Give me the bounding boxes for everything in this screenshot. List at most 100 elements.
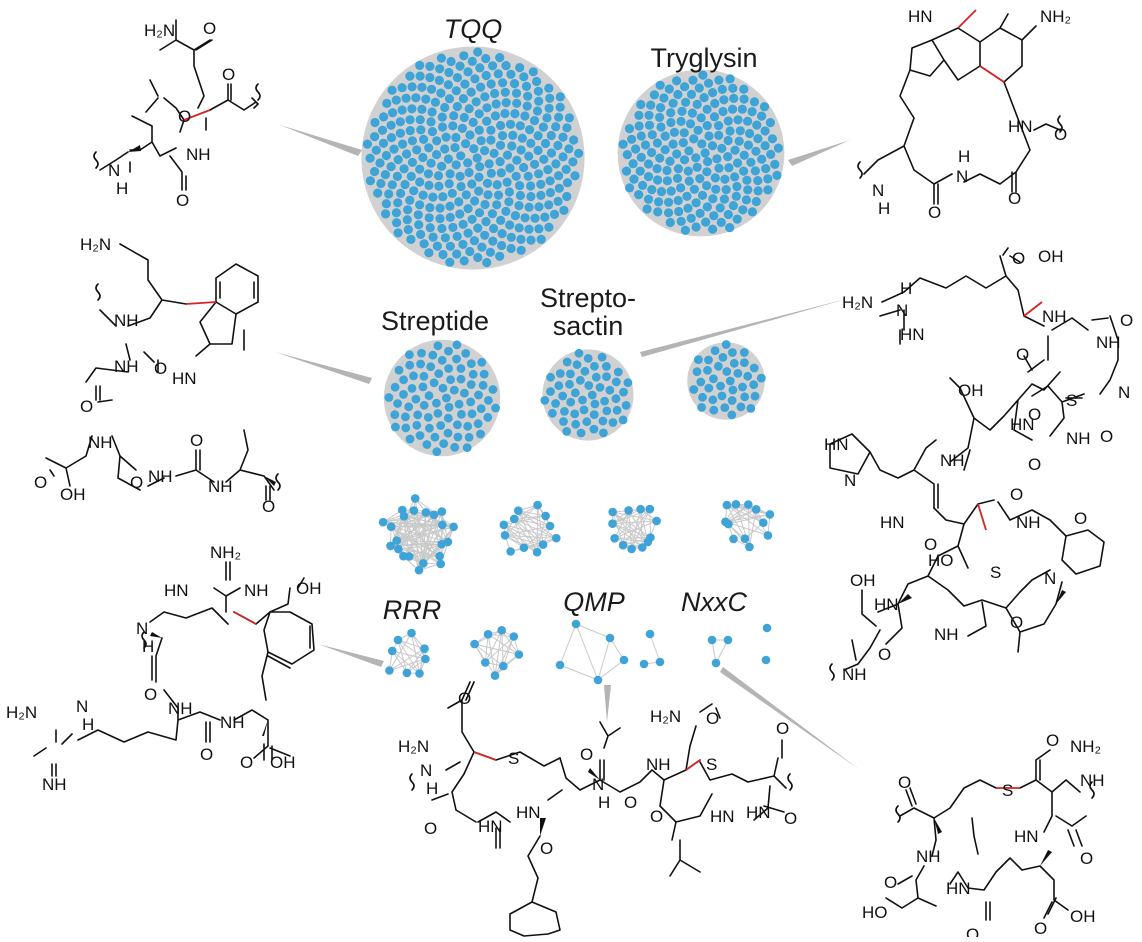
network-node — [407, 104, 416, 113]
network-node — [564, 144, 573, 153]
network-node — [405, 350, 414, 359]
network-node — [546, 373, 555, 382]
atom-hn: HN — [478, 817, 503, 836]
network-node — [545, 94, 554, 103]
atom-oh: OH — [850, 571, 876, 590]
network-node — [624, 378, 633, 387]
network-node — [458, 240, 467, 249]
structure-rrr: NH₂ HN NH OH N H O NH NH H₂N N H NH O O … — [6, 543, 322, 794]
network-node — [629, 175, 638, 184]
network-node — [408, 82, 417, 91]
network-node — [608, 519, 617, 528]
network-node — [387, 522, 396, 531]
network-node — [401, 412, 410, 421]
network-node — [422, 508, 431, 517]
network-node — [444, 68, 453, 77]
network-node — [419, 191, 428, 200]
network-node — [441, 233, 450, 242]
network-node — [453, 340, 462, 349]
network-node — [716, 382, 725, 391]
network-edge — [560, 624, 576, 665]
network-node — [438, 122, 447, 131]
network-node — [391, 423, 400, 432]
network-node — [412, 145, 421, 154]
network-node — [435, 64, 444, 73]
network-node — [761, 141, 770, 150]
network-node — [502, 98, 511, 107]
atom-hn: HN — [900, 325, 925, 344]
network-node — [637, 153, 646, 162]
network-node — [724, 163, 733, 172]
network-node — [698, 393, 707, 402]
network-node — [556, 92, 565, 101]
network-node — [425, 391, 434, 400]
network-node — [575, 349, 584, 358]
network-node — [534, 87, 543, 96]
atom-nh: NH — [148, 467, 173, 486]
network-node — [465, 168, 474, 177]
atom-hn: HN — [710, 807, 735, 826]
network-node — [631, 144, 640, 153]
network-node — [381, 170, 390, 179]
network-node — [720, 175, 729, 184]
network-node — [714, 76, 723, 85]
network-node — [457, 182, 466, 191]
network-node — [533, 146, 542, 155]
network-node — [493, 180, 502, 189]
network-node — [746, 404, 755, 413]
network-node — [636, 100, 645, 109]
network-node — [401, 424, 410, 433]
atom-hn: HN — [880, 513, 905, 532]
network-node — [556, 369, 565, 378]
network-node — [655, 113, 664, 122]
network-node — [547, 131, 556, 140]
network-node — [646, 630, 655, 639]
network-node — [697, 139, 706, 148]
network-node — [761, 164, 770, 173]
network-node — [565, 113, 574, 122]
network-node — [461, 139, 470, 148]
network-node — [389, 145, 398, 154]
network-node — [695, 174, 704, 183]
atom-n: N — [592, 775, 604, 794]
network-node — [763, 174, 772, 183]
network-node — [653, 138, 662, 147]
atom-hn: HN — [516, 803, 541, 822]
network-node — [418, 153, 427, 162]
network-node — [530, 160, 539, 169]
network-node — [681, 226, 690, 235]
network-node — [656, 81, 665, 90]
network-node — [581, 367, 590, 376]
network-node — [580, 406, 589, 415]
network-node — [501, 207, 510, 216]
network-node — [592, 373, 601, 382]
network-node — [435, 214, 444, 223]
network-node — [663, 176, 672, 185]
network-node — [522, 82, 531, 91]
network-node — [655, 154, 664, 163]
network-node — [672, 149, 681, 158]
network-node — [669, 140, 678, 149]
atom-nh2: NH₂ — [1040, 7, 1071, 26]
network-node — [614, 368, 623, 377]
network-node — [475, 126, 484, 135]
network-node — [665, 84, 674, 93]
network-node — [484, 630, 493, 639]
network-node — [602, 407, 611, 416]
network-node — [653, 175, 662, 184]
atom-o: O — [1054, 125, 1067, 144]
network-node — [503, 178, 512, 187]
network-node — [473, 224, 482, 233]
network-node — [407, 172, 416, 181]
network-node — [388, 108, 397, 117]
network-node — [475, 208, 484, 217]
atom-nh: NH — [208, 477, 233, 496]
atom-n: N — [896, 301, 908, 320]
network-node — [553, 141, 562, 150]
network-node — [474, 391, 483, 400]
network-node — [475, 162, 484, 171]
network-node — [444, 414, 453, 423]
network-node — [392, 218, 401, 227]
network-node — [387, 133, 396, 142]
network-node — [554, 113, 563, 122]
